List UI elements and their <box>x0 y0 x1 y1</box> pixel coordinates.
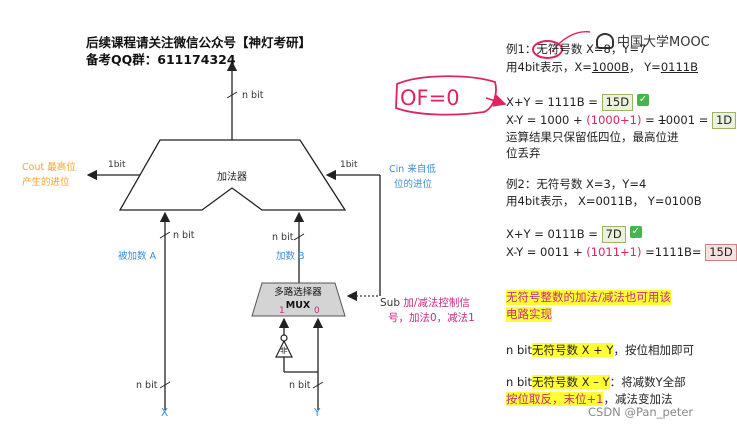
mux-label-2: MUX <box>286 300 311 311</box>
nbit-sub-line-1: n bit无符号数 X – Y：将减数Y全部 <box>506 375 686 389</box>
result-box: 15D <box>601 94 634 111</box>
mux-label-1: 多路选择器 <box>274 286 322 298</box>
ex2-sub: X-Y = 0011 + (1011+1) =1111B= 15D✕ <box>506 244 737 261</box>
check-icon: ✓ <box>637 94 650 106</box>
mux-input-0: 0 <box>314 306 320 316</box>
cout-label-1: Cout 最高位 <box>22 161 76 173</box>
not-gate <box>275 339 293 358</box>
bus-slash <box>159 381 171 389</box>
promo-header: 后续课程请关注微信公众号【神灯考研】 备考QQ群：611174324 <box>86 34 311 68</box>
input-y-label: Y <box>313 407 321 419</box>
cout-label-2: 产生的进位 <box>22 176 70 188</box>
promo-line-2: 备考QQ群：611174324 <box>86 52 236 67</box>
result-box-wrong: 15D <box>705 244 737 261</box>
csdn-watermark: CSDN @Pan_peter <box>588 405 694 419</box>
nbit-add-line: n bit无符号数 X + Y，按位相加即可 <box>506 343 694 357</box>
ex1-sub: X-Y = 1000 + (1000+1) = 10001 = 1D✓ <box>506 112 737 129</box>
ex1-note-1: 运算结果只保留低四位，最高位进 <box>506 130 679 144</box>
ex2-add: X+Y = 0111B = 7D✓ <box>506 226 642 243</box>
ex2-title: 例2：无符号数 X=3，Y=4 <box>506 177 647 191</box>
sub-control-label: Sub 加/减法控制信 号，加法0，减法1 <box>380 296 475 326</box>
of-annotation: OF=0 <box>395 31 591 116</box>
bus-slash <box>226 91 238 99</box>
adder-block <box>118 139 347 211</box>
mux-block <box>251 282 346 317</box>
result-box: 1D <box>711 112 737 129</box>
input-a-nbit-bottom: n bit <box>136 380 158 391</box>
promo-line-1: 后续课程请关注微信公众号【神灯考研】 <box>86 35 312 50</box>
summary-line-1: 无符号整数的加法/减法也可用该 <box>506 290 671 305</box>
input-x-label: X <box>161 407 168 419</box>
result-box: 7D <box>601 226 626 243</box>
adder-label: 加法器 <box>217 170 247 183</box>
ex1-add: X+Y = 1111B = 15D✓ <box>506 94 650 111</box>
ex1-bits: 用4bit表示，X=1000B， Y=0111B <box>506 60 698 74</box>
nbit-sub-line-2: 按位取反，末位+1，减法变加法 <box>506 392 673 406</box>
of-annotation-text: OF=0 <box>400 86 460 110</box>
not-label: 非 <box>280 345 288 355</box>
summary-line-2: 电路实现 <box>506 307 552 322</box>
ex1-title: 例1：无符号数 X=8，Y=7 <box>506 40 646 59</box>
cout-bit-label: 1bit <box>108 160 126 170</box>
addend-a-label: 被加数 A <box>118 250 157 262</box>
sub-label-3: 号，加法0，减法1 <box>388 312 475 324</box>
mooc-label: 中国大学MOOC <box>617 35 710 50</box>
bus-slash <box>293 233 305 241</box>
cin-bit-label: 1bit <box>340 160 358 170</box>
cin-label-2: 位的进位 <box>394 178 433 190</box>
cin-label-1: Cin 来自低 <box>389 163 436 175</box>
output-nbit-label: n bit <box>242 90 264 101</box>
sub-label-1: Sub <box>380 297 400 309</box>
addend-b-label: 加数 B <box>276 250 305 262</box>
mooc-watermark: 中国大学MOOC <box>596 31 710 50</box>
circled-word: 无符 <box>532 40 564 59</box>
mux-input-1: 1 <box>279 306 285 316</box>
ex1-note-2: 位丢弃 <box>506 146 541 160</box>
ex2-bits: 用4bit表示， X=0011B， Y=0100B <box>506 194 702 208</box>
mooc-logo-icon <box>596 32 614 49</box>
sub-label-2: 加/减法控制信 <box>400 297 470 309</box>
input-y-nbit: n bit <box>289 380 311 391</box>
input-b-nbit: n bit <box>272 232 294 243</box>
bus-slash <box>312 381 324 389</box>
check-icon: ✓ <box>629 226 642 238</box>
bus-slash <box>159 231 171 239</box>
not-gate-bubble <box>280 334 288 342</box>
input-a-nbit-top: n bit <box>173 230 195 241</box>
